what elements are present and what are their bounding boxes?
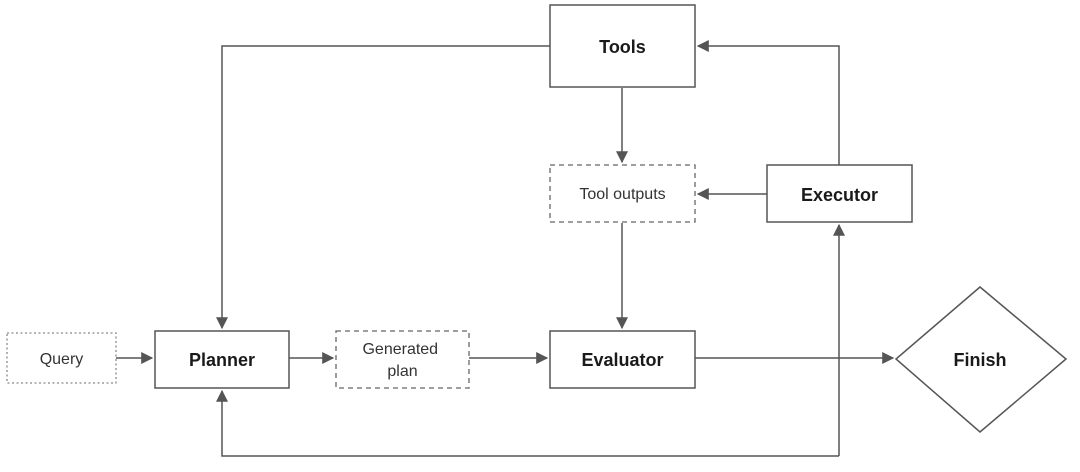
- planner-label: Planner: [189, 350, 255, 370]
- node-query: Query: [6, 332, 117, 384]
- node-tool-outputs: Tool outputs: [549, 164, 696, 223]
- query-box: [6, 332, 117, 384]
- tool-outputs-label: Tool outputs: [579, 186, 665, 203]
- node-evaluator: Evaluator: [549, 330, 696, 389]
- node-planner: Planner: [154, 330, 290, 389]
- generated-plan-line1: Generated: [362, 341, 438, 358]
- tools-label: Tools: [599, 37, 646, 57]
- edge-executor-to-tools: [696, 40, 840, 165]
- generated-plan-line2: plan: [387, 363, 417, 380]
- query-label: Query: [40, 351, 84, 368]
- edges: [116, 40, 895, 457]
- generated-plan-label: Generated plan: [362, 341, 442, 380]
- node-generated-plan: Generated plan: [335, 330, 470, 389]
- edge-bottom-loop-to-planner: [216, 389, 839, 457]
- evaluator-label: Evaluator: [581, 350, 663, 370]
- finish-diamond: [894, 286, 1068, 433]
- node-finish: Finish: [894, 286, 1068, 433]
- edge-tools-to-planner: [216, 45, 550, 330]
- node-tools: Tools: [549, 4, 696, 88]
- node-executor: Executor: [766, 164, 913, 223]
- evaluator-box: [549, 330, 696, 389]
- generated-plan-box: [335, 330, 470, 389]
- tools-box: [549, 4, 696, 88]
- planner-box: [154, 330, 290, 389]
- executor-box: [766, 164, 913, 223]
- executor-label: Executor: [801, 185, 878, 205]
- tool-outputs-box: [549, 164, 696, 223]
- finish-label: Finish: [954, 350, 1007, 370]
